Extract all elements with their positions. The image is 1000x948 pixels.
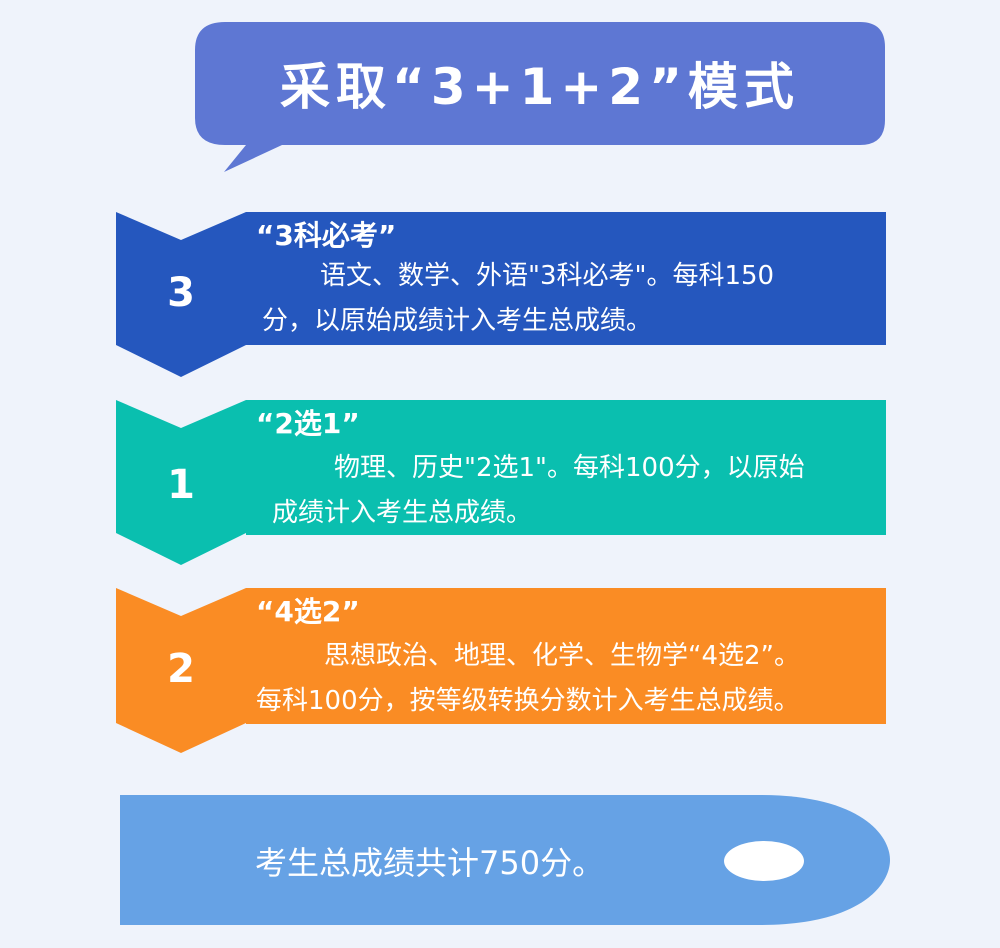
step-description-line: 每科100分，按等级转换分数计入考生总成绩。: [256, 686, 800, 716]
step-description-line: 语文、数学、外语"3科必考"。每科150: [320, 261, 775, 291]
step-number: 3: [167, 270, 195, 316]
step-number: 1: [167, 462, 195, 508]
step-title: “4选2”: [256, 595, 360, 628]
step-panel: “3科必考” 语文、数学、外语"3科必考"。每科150 分，以原始成绩计入考生总…: [246, 212, 886, 345]
title-bubble: [195, 22, 885, 172]
step-row-3: 2 “4选2” 思想政治、地理、化学、生物学“4选2”。 每科100分，按等级转…: [0, 588, 1000, 753]
banner-hole: [724, 841, 804, 881]
summary-text: 考生总成绩共计750分。: [255, 844, 605, 882]
step-description-line: 物理、历史"2选1"。每科100分，以原始: [334, 453, 805, 483]
step-row-2: 1 “2选1” 物理、历史"2选1"。每科100分，以原始 成绩计入考生总成绩。: [0, 400, 1000, 565]
step-description: 思想政治、地理、化学、生物学“4选2”。 每科100分，按等级转换分数计入考生总…: [256, 634, 886, 724]
step-row-1: 3 “3科必考” 语文、数学、外语"3科必考"。每科150 分，以原始成绩计入考…: [0, 212, 1000, 377]
step-description-line: 分，以原始成绩计入考生总成绩。: [262, 306, 653, 336]
step-title: “2选1”: [256, 407, 360, 440]
chevron-shape: [116, 212, 246, 377]
step-panel: “4选2” 思想政治、地理、化学、生物学“4选2”。 每科100分，按等级转换分…: [246, 588, 886, 724]
chevron-shape: [116, 400, 246, 565]
step-description-line: 成绩计入考生总成绩。: [272, 498, 533, 528]
step-description: 物理、历史"2选1"。每科100分，以原始 成绩计入考生总成绩。: [262, 446, 880, 536]
chevron-shape: [116, 588, 246, 753]
step-number: 2: [167, 646, 195, 692]
step-panel: “2选1” 物理、历史"2选1"。每科100分，以原始 成绩计入考生总成绩。: [246, 400, 886, 535]
summary-banner: [120, 795, 890, 925]
step-title: “3科必考”: [256, 219, 397, 252]
step-description: 语文、数学、外语"3科必考"。每科150 分，以原始成绩计入考生总成绩。: [262, 254, 880, 344]
page-title: 采取“3+1+2”模式: [280, 58, 800, 116]
step-description-line: 思想政治、地理、化学、生物学“4选2”。: [324, 641, 801, 671]
